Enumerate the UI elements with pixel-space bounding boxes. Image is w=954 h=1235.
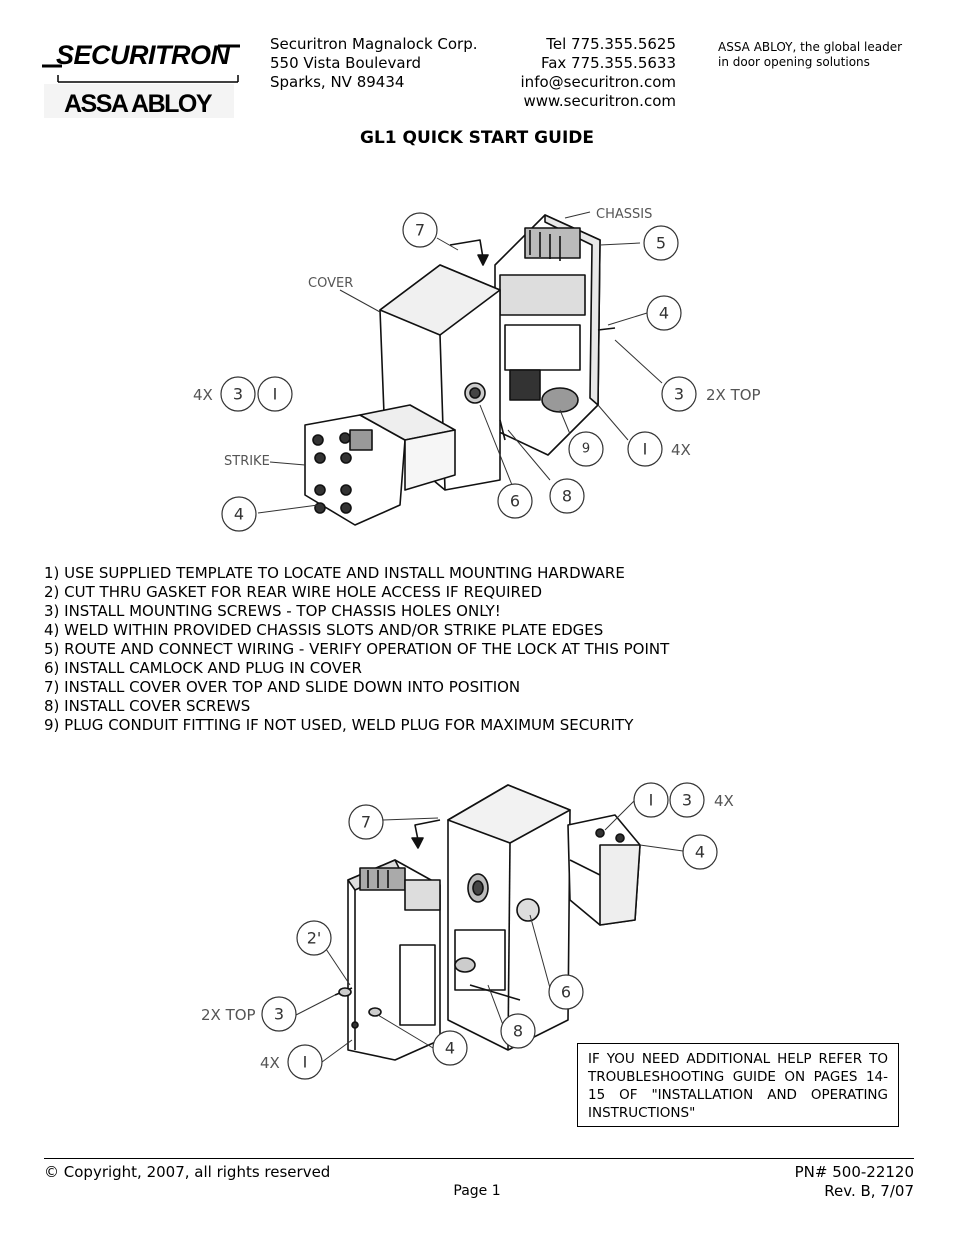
copyright: © Copyright, 2007, all rights reserved	[44, 1163, 331, 1181]
part-number-block: PN# 500-22120 Rev. B, 7/07	[795, 1163, 914, 1201]
website: www.securitron.com	[523, 92, 676, 110]
callout-4-chassis	[432, 1030, 468, 1066]
step-item: 4) WELD WITHIN PROVIDED CHASSIS SLOTS AN…	[44, 621, 604, 639]
installation-steps: 1) USE SUPPLIED TEMPLATE TO LOCATE AND I…	[44, 564, 669, 735]
callout-4-strike	[221, 496, 257, 532]
callout-6	[548, 974, 584, 1010]
qty-label: 4X	[260, 1054, 280, 1072]
company-contact: Tel 775.355.5625 Fax 775.355.5633 info@s…	[521, 35, 676, 111]
company-address: Securitron Magnalock Corp. 550 Vista Bou…	[270, 35, 478, 92]
callout-4	[646, 295, 682, 331]
step-item: 3) INSTALL MOUNTING SCREWS - TOP CHASSIS…	[44, 602, 501, 620]
callout-6-text: 6	[561, 983, 571, 1002]
qty-label: 2X TOP	[201, 1006, 256, 1024]
assa-abloy-logo: ASSA ABLOY	[64, 90, 213, 118]
callout-3-text: 3	[682, 791, 692, 810]
callout-8-text: 8	[513, 1022, 523, 1041]
callout-1-text: I	[273, 385, 278, 404]
tagline-line: in door opening solutions	[718, 55, 870, 69]
fax: Fax 775.355.5633	[540, 54, 676, 72]
tagline: ASSA ABLOY, the global leader in door op…	[718, 40, 902, 70]
callout-9	[568, 431, 604, 467]
revision: Rev. B, 7/07	[824, 1182, 914, 1200]
callout-1-text: I	[649, 791, 654, 810]
footer-divider	[44, 1158, 914, 1159]
callout-1-text: I	[643, 440, 648, 459]
callout-1-left	[287, 1044, 323, 1080]
email: info@securitron.com	[520, 73, 676, 91]
callout-3-right	[661, 376, 697, 412]
callout-7	[348, 804, 384, 840]
chassis-label: CHASSIS	[596, 207, 652, 222]
callout-5	[643, 225, 679, 261]
callout-4-strike	[682, 834, 718, 870]
callout-1-right	[627, 431, 663, 467]
phone: Tel 775.355.5625	[546, 35, 676, 53]
callout-8	[549, 478, 585, 514]
strike-label: STRIKE	[224, 454, 270, 469]
page-number: Page 1	[453, 1183, 501, 1199]
callout-1-top	[633, 782, 669, 818]
callout-5-text: 5	[656, 234, 666, 253]
step-item: 2) CUT THRU GASKET FOR REAR WIRE HOLE AC…	[44, 583, 543, 601]
callout-9-text: 9	[582, 442, 590, 457]
callout-6-text: 6	[510, 492, 520, 511]
callout-2	[296, 920, 332, 956]
qty-label: 4X	[193, 386, 213, 404]
qty-label: 2X TOP	[706, 386, 761, 404]
step-item: 7) INSTALL COVER OVER TOP AND SLIDE DOWN…	[44, 678, 521, 696]
address-line: 550 Vista Boulevard	[270, 54, 422, 72]
callout-3-left	[261, 996, 297, 1032]
help-note-box: IF YOU NEED ADDITIONAL HELP REFER TO TRO…	[577, 1043, 899, 1127]
callout-7	[402, 212, 438, 248]
callout-4-text: 4	[659, 304, 669, 323]
callout-3-left	[220, 376, 256, 412]
qty-label: 4X	[671, 441, 691, 459]
callout-8	[500, 1013, 536, 1049]
callout-3-text: 3	[233, 385, 243, 404]
callout-7-text: 7	[361, 813, 371, 832]
step-item: 5) ROUTE AND CONNECT WIRING - VERIFY OPE…	[44, 640, 670, 658]
address-line: Securitron Magnalock Corp.	[270, 35, 478, 53]
callout-4-text: 4	[234, 505, 244, 524]
step-item: 9) PLUG CONDUIT FITTING IF NOT USED, WEL…	[44, 716, 634, 734]
document-title: GL1 QUICK START GUIDE	[359, 128, 594, 148]
callout-8-text: 8	[562, 487, 572, 506]
address-line: Sparks, NV 89434	[270, 73, 405, 91]
callout-1-left	[257, 376, 293, 412]
cover-label: COVER	[308, 276, 353, 291]
callout-4-text: 4	[445, 1039, 455, 1058]
callout-4-text: 4	[695, 843, 705, 862]
callout-3-text: 3	[274, 1005, 284, 1024]
callout-1-text: I	[303, 1053, 308, 1072]
callout-3-top	[669, 782, 705, 818]
tagline-line: ASSA ABLOY, the global leader	[718, 40, 903, 54]
step-item: 8) INSTALL COVER SCREWS	[44, 697, 251, 715]
step-item: 1) USE SUPPLIED TEMPLATE TO LOCATE AND I…	[44, 564, 625, 582]
step-item: 6) INSTALL CAMLOCK AND PLUG IN COVER	[44, 659, 362, 677]
callout-2-text: 2'	[307, 929, 322, 948]
callout-7-text: 7	[415, 221, 425, 240]
securitron-logo: SECURITRON	[56, 40, 230, 70]
part-number: PN# 500-22120	[794, 1163, 914, 1181]
callout-6	[497, 483, 533, 519]
callout-3-text: 3	[674, 385, 684, 404]
qty-label: 4X	[714, 792, 734, 810]
